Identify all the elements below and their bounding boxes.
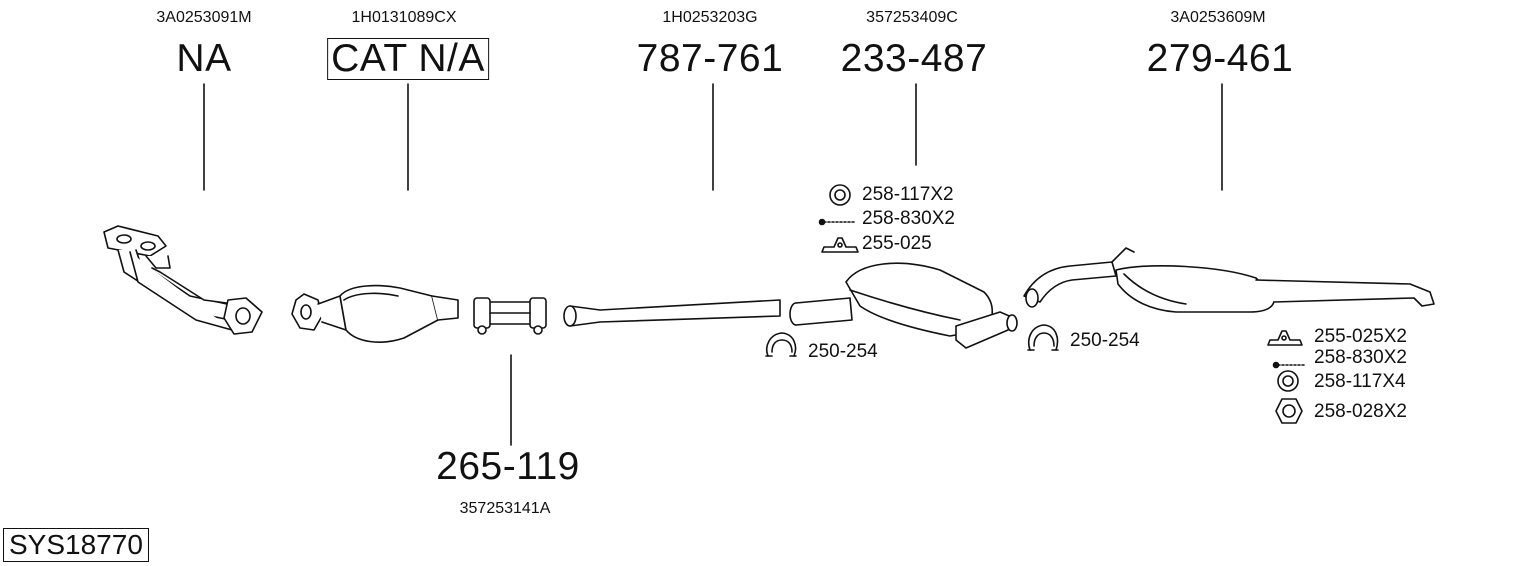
clamp-icon-left [765,332,797,357]
part-number-middle-silencer: 233-487 [840,37,988,80]
hardware-label-rear-bolt: 258-830X2 [1314,347,1407,368]
rubber-mount-icon [821,237,859,253]
hardware-label-rear-mount: 255-025X2 [1314,326,1407,347]
ring-gasket-icon-rear [1277,370,1299,392]
front-pipe-part [563,299,781,327]
hardware-label-rear-nut: 258-028X2 [1314,401,1407,422]
bolt-icon [818,218,857,226]
catalytic-converter-part [291,284,459,343]
exhaust-manifold-part [103,225,263,335]
rear-silencer-part [1023,247,1435,313]
hardware-label-rear-ring: 258-117X4 [1314,371,1406,392]
bolt-icon-rear [1272,361,1307,369]
hardware-label-clamp-left: 250-254 [808,341,878,362]
part-number-rear-silencer: 279-461 [1146,37,1294,80]
hardware-label-mount: 255-025 [862,233,932,254]
oem-number-connector: 357253141A [459,500,551,517]
ring-gasket-icon [829,184,851,206]
hardware-label-clamp-right: 250-254 [1070,330,1140,351]
oem-number-manifold: 3A0253091M [156,9,252,26]
rubber-mount-icon-rear [1267,330,1303,346]
oem-number-middle-silencer: 357253409C [866,9,958,26]
hex-nut-icon [1275,398,1303,424]
hardware-label-bolt: 258-830X2 [862,208,955,229]
oem-number-catalyst: 1H0131089CX [351,9,457,26]
system-id-label: SYS18770 [3,528,149,562]
connector-sleeve-part [473,297,547,335]
part-number-catalyst: CAT N/A [327,38,489,80]
clamp-icon-right [1027,324,1059,351]
oem-number-front-pipe: 1H0253203G [662,9,758,26]
middle-silencer-part [789,262,1018,349]
oem-number-rear-silencer: 3A0253609M [1170,9,1266,26]
part-number-connector: 265-119 [436,445,580,488]
hardware-label-ring: 258-117X2 [862,184,954,205]
part-number-manifold: NA [176,37,232,80]
part-number-front-pipe: 787-761 [636,37,784,80]
